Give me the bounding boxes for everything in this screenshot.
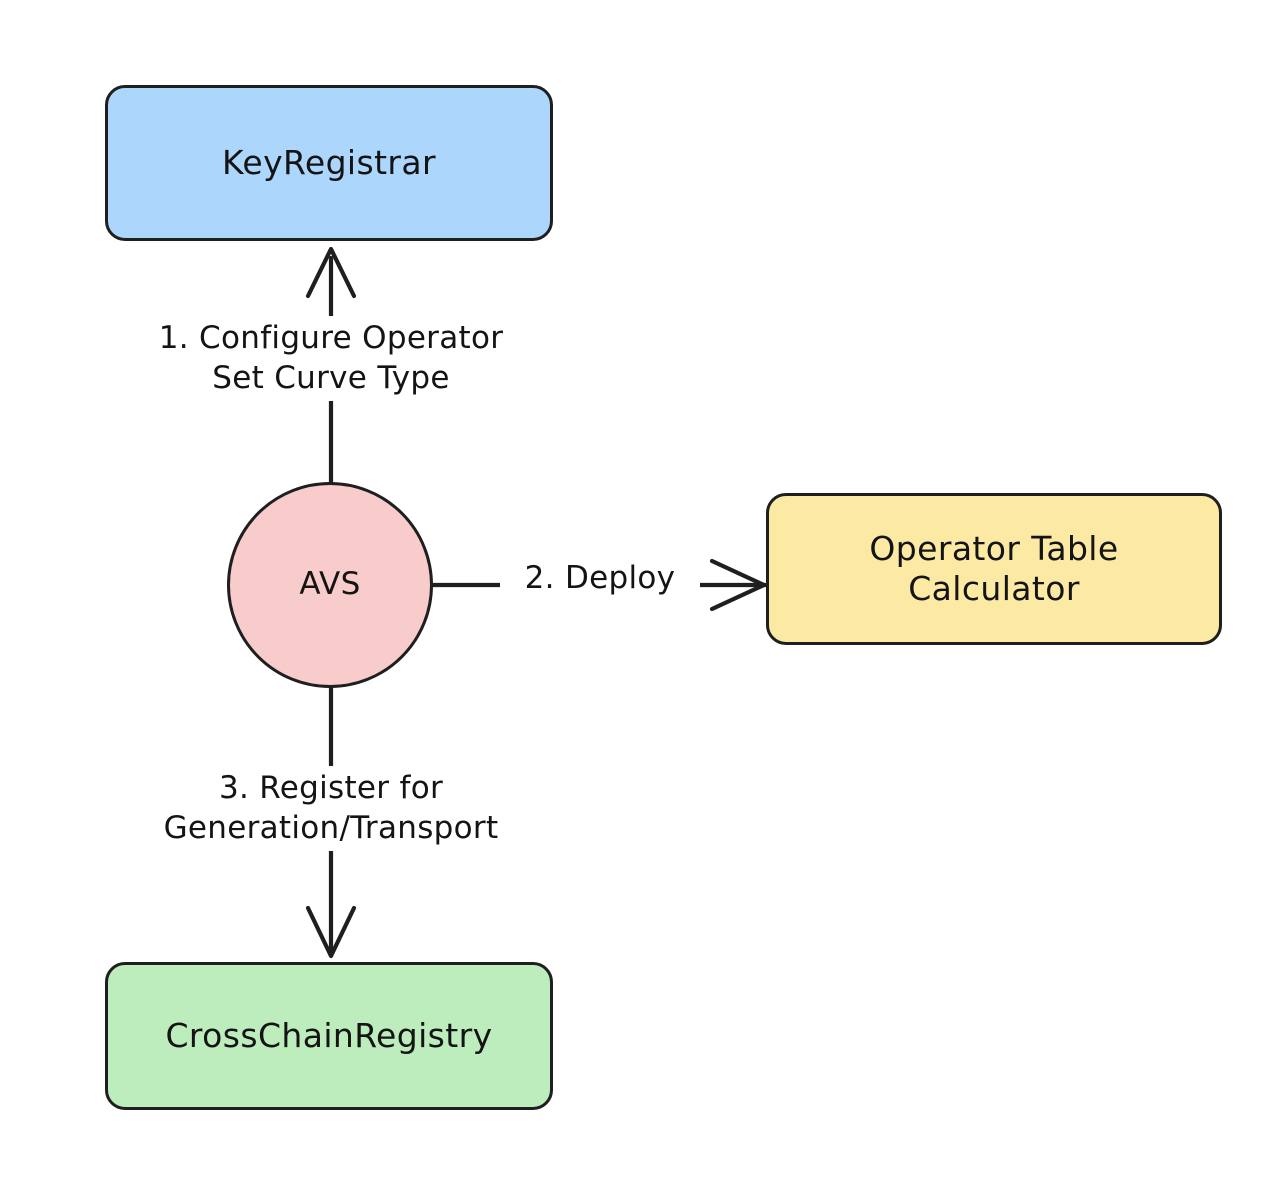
edge-label-1-line1: 1. Configure Operator — [158, 320, 504, 356]
edge-label-1-line2: Set Curve Type — [212, 360, 450, 397]
node-otc-label-line1: Operator Table — [869, 528, 1119, 568]
edge-arrowhead-keyregistrar — [305, 246, 357, 299]
node-avs[interactable]: AVS — [227, 482, 433, 688]
node-operator-table-calculator[interactable]: Operator Table Calculator — [766, 493, 1222, 645]
edge-label-deploy: 2. Deploy — [500, 556, 700, 601]
node-crosschainregistry-label: CrossChainRegistry — [165, 1015, 493, 1055]
edge-label-register-for-generation-transport: 3. Register for Generation/Transport — [60, 766, 602, 851]
edge-arrowhead-crosschainregistry — [305, 905, 357, 959]
edge-label-2-line1: 2. Deploy — [524, 560, 676, 596]
node-otc-label-line2: Calculator — [908, 569, 1080, 608]
node-crosschainregistry[interactable]: CrossChainRegistry — [105, 962, 553, 1110]
node-keyregistrar[interactable]: KeyRegistrar — [105, 85, 553, 241]
edge-arrowhead-operator-table-calculator — [709, 558, 767, 612]
node-keyregistrar-label: KeyRegistrar — [222, 142, 436, 182]
edge-label-3-line1: 3. Register for — [218, 770, 444, 806]
node-avs-label: AVS — [299, 566, 361, 603]
edge-label-3-line2: Generation/Transport — [163, 810, 499, 847]
node-operator-table-calculator-label: Operator Table Calculator — [869, 529, 1118, 610]
edge-label-configure-operator-set-curve-type: 1. Configure Operator Set Curve Type — [60, 316, 602, 401]
